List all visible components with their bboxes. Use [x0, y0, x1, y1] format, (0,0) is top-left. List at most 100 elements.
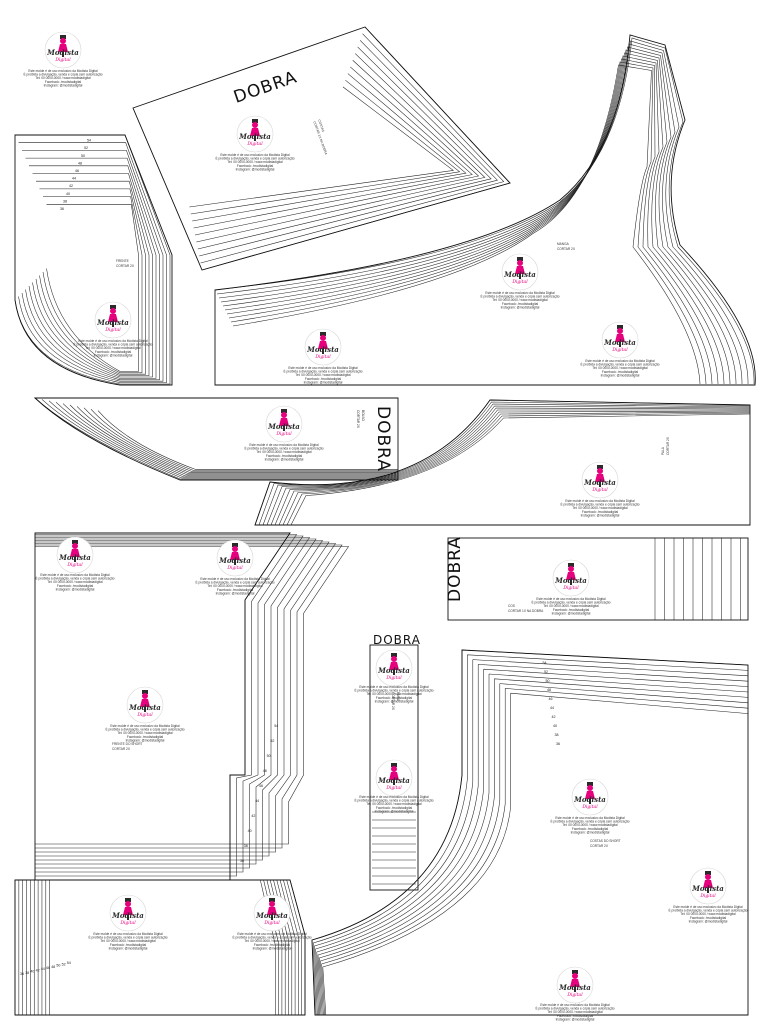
- logo-caption: Este molde é de uso exclusivo da Modista…: [535, 1003, 614, 1021]
- brand-logo: [236, 115, 274, 153]
- size-cut-line: [49, 879, 276, 1015]
- logo-caption-line: Instagram: @modistadigital: [56, 587, 95, 591]
- size-cut-line: [321, 688, 749, 1016]
- logo-caption-line: Facebook: /modistadigital: [95, 350, 131, 354]
- size-cut-line: [228, 58, 713, 385]
- logo-caption-line: Facebook: /modistadigital: [602, 370, 638, 374]
- size-cut-line: [262, 403, 751, 526]
- logo-caption-line: Instagram: @modistadigital: [556, 1017, 595, 1021]
- piece-name: COSTAS: [317, 119, 325, 132]
- size-cut-line: [315, 664, 749, 1016]
- size-label: 50: [81, 154, 85, 158]
- size-cut-line: [218, 43, 743, 385]
- logo-caption-line: Facebook: /modistadigital: [110, 943, 146, 947]
- logo-caption: Este molde é de uso exclusivo da Modista…: [73, 339, 152, 357]
- logo-caption-line: É proibida a divulgação, venda e cópia s…: [354, 688, 433, 693]
- logo-caption-line: Instagram: @modistadigital: [304, 380, 343, 384]
- logo-caption: Este molde é de uso exclusivo da Modista…: [195, 577, 274, 595]
- fold-label: DOBRA: [373, 633, 421, 647]
- size-cut-line: [18, 142, 167, 383]
- piece-name: BOLSO: [361, 410, 365, 422]
- logo-caption-line: Instagram: @modistadigital: [501, 305, 540, 309]
- logo-caption: Este molde é de uso exclusivo da Modista…: [215, 153, 294, 171]
- piece-name: FRENTE: [116, 259, 129, 263]
- size-label: 42: [36, 968, 40, 972]
- logo-caption-line: Instagram: @modistadigital: [265, 457, 304, 461]
- logo-caption: Este molde é de uso exclusivo da Modista…: [244, 443, 323, 461]
- logo-caption: Este molde é de uso exclusivo da Modista…: [560, 499, 639, 517]
- logo-caption: Este molde é de uso exclusivo da Modista…: [35, 573, 114, 591]
- brand-logo: [501, 253, 539, 291]
- size-cut-line: [34, 397, 398, 480]
- size-label: 54: [67, 961, 71, 965]
- logo-caption-line: Tel: 00 0000-0000 / www.modistadigital: [366, 802, 422, 806]
- size-cut-line: [21, 150, 164, 382]
- size-label: 40: [553, 724, 557, 728]
- size-cut-line: [232, 64, 701, 385]
- logo-caption-line: Este molde é de uso exclusivo da Modista…: [78, 339, 148, 343]
- logo-caption: Este molde é de uso exclusivo da Modista…: [23, 69, 102, 87]
- piece-cut: CORTAR 2X: [116, 264, 135, 268]
- piece-name: COS: [508, 604, 515, 608]
- brand-logo: [556, 966, 594, 1004]
- size-cut-line: [214, 37, 755, 385]
- logo-caption-line: Instagram: @modistadigital: [689, 919, 728, 923]
- size-cut-line: [226, 55, 719, 385]
- size-label: 42: [69, 184, 73, 188]
- size-cut-line: [35, 543, 337, 853]
- size-cut-line: [190, 79, 461, 215]
- logo-caption-line: Facebook: /modistadigital: [572, 827, 608, 831]
- size-cut-line: [311, 649, 749, 1016]
- piece-pocket-fold: DOBRA Este molde é de uso exclusivo da M…: [33, 397, 399, 481]
- logo-caption-line: Instagram: @modistadigital: [253, 946, 292, 950]
- size-cut-line: [35, 538, 317, 865]
- size-cut-line: [35, 180, 150, 376]
- logo-caption-line: Instagram: @modistadigital: [94, 353, 133, 357]
- logo-caption-line: Tel: 00 0000-0000 / www.modistadigital: [100, 939, 156, 943]
- logo-caption-line: Este molde é de uso exclusivo da Modista…: [485, 291, 555, 295]
- size-label: 40: [66, 192, 70, 196]
- logo-caption-line: É proibida a divulgação, venda e cópia s…: [668, 908, 747, 913]
- logo-caption-line: Instagram: @modistadigital: [109, 946, 148, 950]
- logo-caption-line: Facebook: /modistadigital: [376, 806, 412, 810]
- size-label: 50: [56, 964, 60, 968]
- size-label: 36: [556, 742, 560, 746]
- logo-caption-line: É proibida a divulgação, venda e cópia s…: [105, 727, 184, 732]
- logo-caption-line: É proibida a divulgação, venda e cópia s…: [35, 576, 114, 581]
- brand-logo: [601, 321, 639, 359]
- size-cut-line: [90, 409, 398, 471]
- logo-caption-line: Tel: 00 0000-0000 / www.modistadigital: [47, 580, 103, 584]
- logo-caption-line: Tel: 00 0000-0000 / www.modistadigital: [680, 912, 736, 916]
- piece-name: FAIXA: [396, 692, 400, 702]
- logo-caption-line: É proibida a divulgação, venda e cópia s…: [531, 600, 610, 605]
- size-label: 46: [259, 784, 263, 788]
- size-label: 44: [41, 967, 45, 971]
- fold-label: DOBRA: [231, 67, 300, 107]
- size-cut-line: [192, 73, 467, 222]
- piece-waistband: DOBRA Este molde é de uso exclusivo da M…: [445, 536, 749, 621]
- logo-caption-line: É proibida a divulgação, venda e cópia s…: [73, 342, 152, 347]
- logo-caption-line: Este molde é de uso exclusivo da Modista…: [28, 69, 98, 73]
- size-cut-line: [278, 410, 751, 526]
- logo-caption-line: É proibida a divulgação, venda e cópia s…: [195, 580, 274, 585]
- piece-cut: CORTAR 2X: [112, 747, 131, 751]
- size-cut-line: [25, 157, 160, 381]
- logo-caption-line: Tel: 00 0000-0000 / www.modistadigital: [572, 506, 628, 510]
- brand-logo: [56, 536, 94, 574]
- size-cut-line: [193, 66, 473, 229]
- size-label: 52: [544, 670, 548, 674]
- size-cut-line: [196, 53, 486, 243]
- piece-name: COSTAS DO SHORT: [590, 839, 621, 843]
- logo-caption-line: Este molde é de uso exclusivo da Modista…: [288, 366, 358, 370]
- logo-caption-line: Este molde é de uso exclusivo da Modista…: [220, 153, 290, 157]
- logo-caption: Este molde é de uso exclusivo da Modista…: [480, 291, 559, 309]
- brand-logo: [689, 867, 727, 905]
- corner-brand-block: Este molde é de uso exclusivo da Modista…: [23, 31, 103, 87]
- logo-caption: Este molde é de uso exclusivo da Modista…: [580, 359, 659, 377]
- logo-caption-line: Tel: 00 0000-0000 / www.modistadigital: [207, 584, 263, 588]
- size-label: 44: [72, 177, 76, 181]
- size-cut-line: [282, 411, 751, 526]
- logo-caption-line: Tel: 00 0000-0000 / www.modistadigital: [227, 160, 283, 164]
- size-label: 48: [547, 688, 551, 692]
- size-cut-line: [42, 196, 143, 374]
